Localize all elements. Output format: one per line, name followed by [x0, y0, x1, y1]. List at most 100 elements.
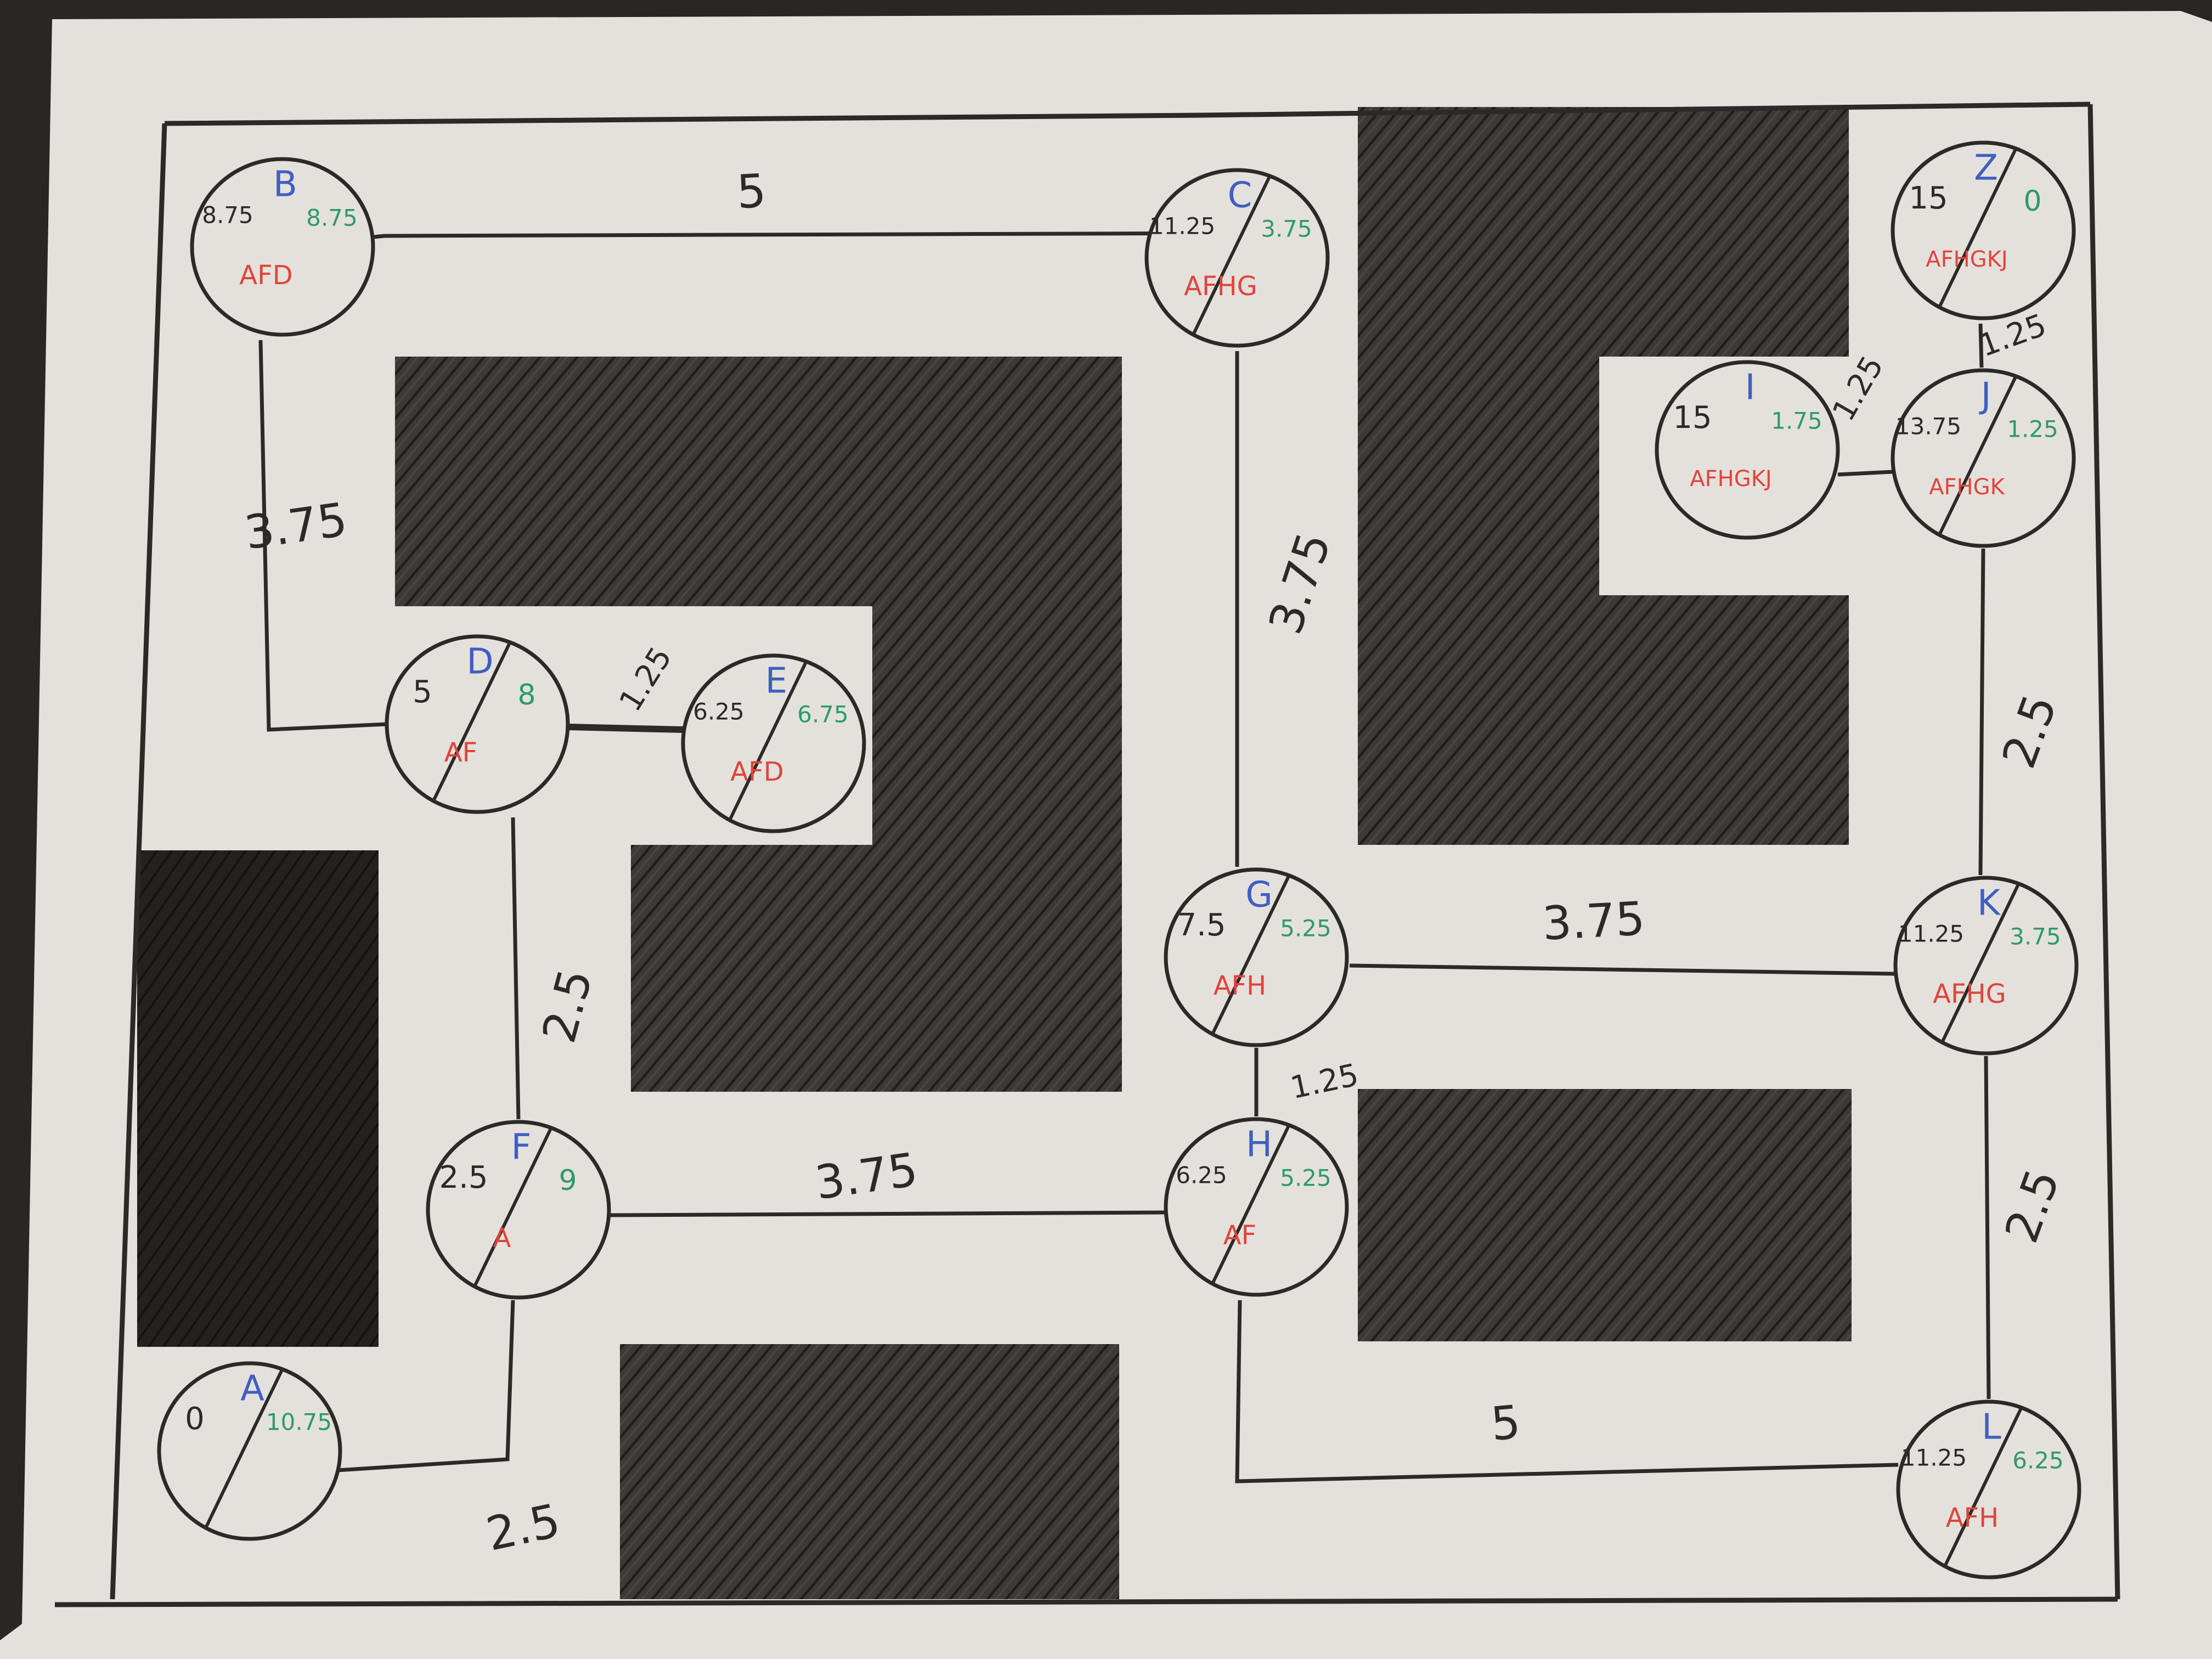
node-cost-g: 2.5 [439, 1160, 488, 1195]
node-path: AFH [1946, 1503, 1999, 1533]
wall-block [395, 357, 1122, 606]
wall-block [631, 845, 1122, 1092]
node-divider [1943, 1406, 2023, 1567]
node-a: A0 10.75 [157, 1361, 342, 1541]
node-cost-g: 15 [1673, 400, 1712, 436]
node-circle [385, 634, 570, 814]
node-path: AF [444, 737, 477, 768]
node-divider [1211, 1124, 1291, 1285]
node-heuristic-h: 5.25 [1280, 915, 1331, 942]
node-circle [157, 1361, 342, 1541]
node-heuristic-h: 6.75 [797, 701, 849, 728]
node-circle [1164, 1117, 1349, 1297]
node-divider [473, 1126, 553, 1288]
node-circle [1144, 168, 1330, 348]
node-cost-g: 0 [185, 1401, 205, 1437]
node-letter: A [240, 1369, 264, 1409]
node-heuristic-h: 3.75 [2010, 923, 2061, 950]
wall-block [137, 850, 379, 1347]
node-cost-g: 11.25 [1898, 921, 1964, 947]
edge-d-e [567, 724, 684, 733]
node-letter: L [1982, 1407, 2001, 1448]
node-divider [1940, 882, 2021, 1043]
node-heuristic-h: 5.25 [1280, 1165, 1331, 1192]
node-heuristic-h: 10.75 [266, 1409, 332, 1436]
node-path: AFHGKJ [1690, 466, 1771, 492]
node-path: AFD [239, 260, 292, 291]
node-heuristic-h: 3.75 [1261, 216, 1312, 242]
node-cost-g: 11.25 [1149, 213, 1215, 240]
wall-block [620, 1344, 1119, 1599]
node-divider [1938, 375, 2018, 536]
node-letter: I [1745, 368, 1756, 408]
node-cost-g: 13.75 [1895, 413, 1961, 440]
edge-weight-label: 5 [1489, 1395, 1523, 1451]
edge-b-d [258, 340, 387, 732]
node-letter: G [1245, 875, 1273, 916]
edge-i-j [1837, 470, 1893, 477]
node-heuristic-h: 9 [558, 1164, 577, 1197]
wall-blocks [137, 107, 1852, 1599]
node-divider [204, 1368, 284, 1529]
node-divider [1192, 174, 1272, 336]
wall-block [1358, 1089, 1852, 1341]
edge-j-k [1978, 548, 1985, 876]
node-letter: J [1979, 376, 1991, 416]
node-circle [190, 157, 375, 337]
node-path: AF [1223, 1220, 1256, 1251]
node-path: AFHGK [1929, 475, 2005, 500]
node-divider [432, 641, 512, 802]
node-letter: K [1977, 883, 2001, 924]
node-path: A [493, 1223, 511, 1254]
wall-block [1599, 595, 1849, 845]
node-heuristic-h: 8 [517, 679, 535, 712]
node-divider [1938, 147, 2018, 308]
node-circle [426, 1120, 611, 1300]
maze-border [54, 101, 2120, 1607]
node-path: AFD [730, 757, 783, 787]
node-cost-g: 6.25 [1176, 1162, 1227, 1189]
node-divider [728, 660, 808, 821]
node-path: AFHGKJ [1926, 247, 2007, 272]
node-cost-g: 5 [413, 674, 432, 710]
edge-g-k [1349, 963, 1896, 976]
node-letter: Z [1974, 148, 1998, 189]
node-divider [1211, 874, 1291, 1035]
node-cost-g: 8.75 [202, 202, 253, 229]
node-letter: E [765, 661, 787, 702]
node-circle [1891, 140, 2076, 320]
node-heuristic-h: 1.75 [1771, 408, 1822, 435]
node-circle [681, 653, 866, 833]
wall-block [1358, 357, 1599, 845]
edge-d-f [511, 817, 521, 1120]
node-circle [1896, 1400, 2081, 1579]
wall-block [1358, 107, 1849, 357]
node-path: AFH [1214, 970, 1267, 1001]
node-letter: C [1228, 176, 1252, 216]
node-heuristic-h: 0 [2023, 185, 2041, 218]
node-cost-g: 7.5 [1177, 907, 1226, 943]
edge-j-z [1978, 323, 1984, 368]
edge-a-f [337, 1300, 515, 1472]
node-cost-g: 11.25 [1901, 1444, 1967, 1471]
node-cost-g: 15 [1909, 180, 1948, 216]
edge-k-l [1984, 1056, 1991, 1400]
node-heuristic-h: 8.75 [306, 205, 358, 232]
edge-f-h [608, 1210, 1166, 1217]
node-circle [1893, 876, 2079, 1056]
edge-weight-label: 3.75 [1541, 891, 1646, 951]
